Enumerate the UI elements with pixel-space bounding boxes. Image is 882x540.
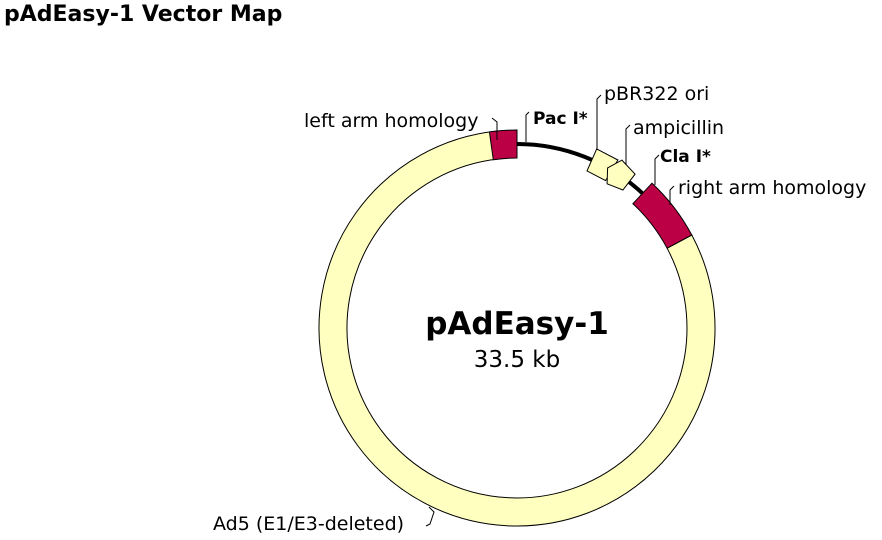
cla1-leader bbox=[654, 154, 660, 185]
plasmid-size: 33.5 kb bbox=[474, 347, 560, 373]
amp-label: ampicillin bbox=[633, 117, 724, 139]
plasmid-backbone-line bbox=[516, 142, 644, 195]
arrow-feature-icon bbox=[606, 159, 636, 191]
right-arm-label: right arm homology bbox=[678, 177, 866, 199]
left-arm-label: left arm homology bbox=[304, 110, 479, 132]
plasmid-name: pAdEasy-1 bbox=[425, 306, 609, 342]
ad5-label: Ad5 (E1/E3-deleted) bbox=[213, 513, 404, 535]
amp-leader bbox=[625, 124, 631, 165]
right-arm-homology-segment bbox=[632, 182, 693, 249]
left-arm-homology-segment bbox=[488, 129, 518, 161]
left-arm-leader bbox=[491, 117, 498, 140]
pac1-label: Pac I* bbox=[533, 109, 588, 129]
cla1-label: Cla I* bbox=[660, 147, 711, 167]
ad5-backbone-segment bbox=[318, 130, 716, 527]
ad5-leader bbox=[425, 506, 435, 527]
ori-label: pBR322 ori bbox=[604, 83, 709, 105]
ori-leader bbox=[596, 94, 602, 150]
right-arm-leader bbox=[669, 185, 675, 205]
pac1-leader bbox=[525, 111, 530, 142]
page-title: pAdEasy-1 Vector Map bbox=[4, 2, 283, 27]
